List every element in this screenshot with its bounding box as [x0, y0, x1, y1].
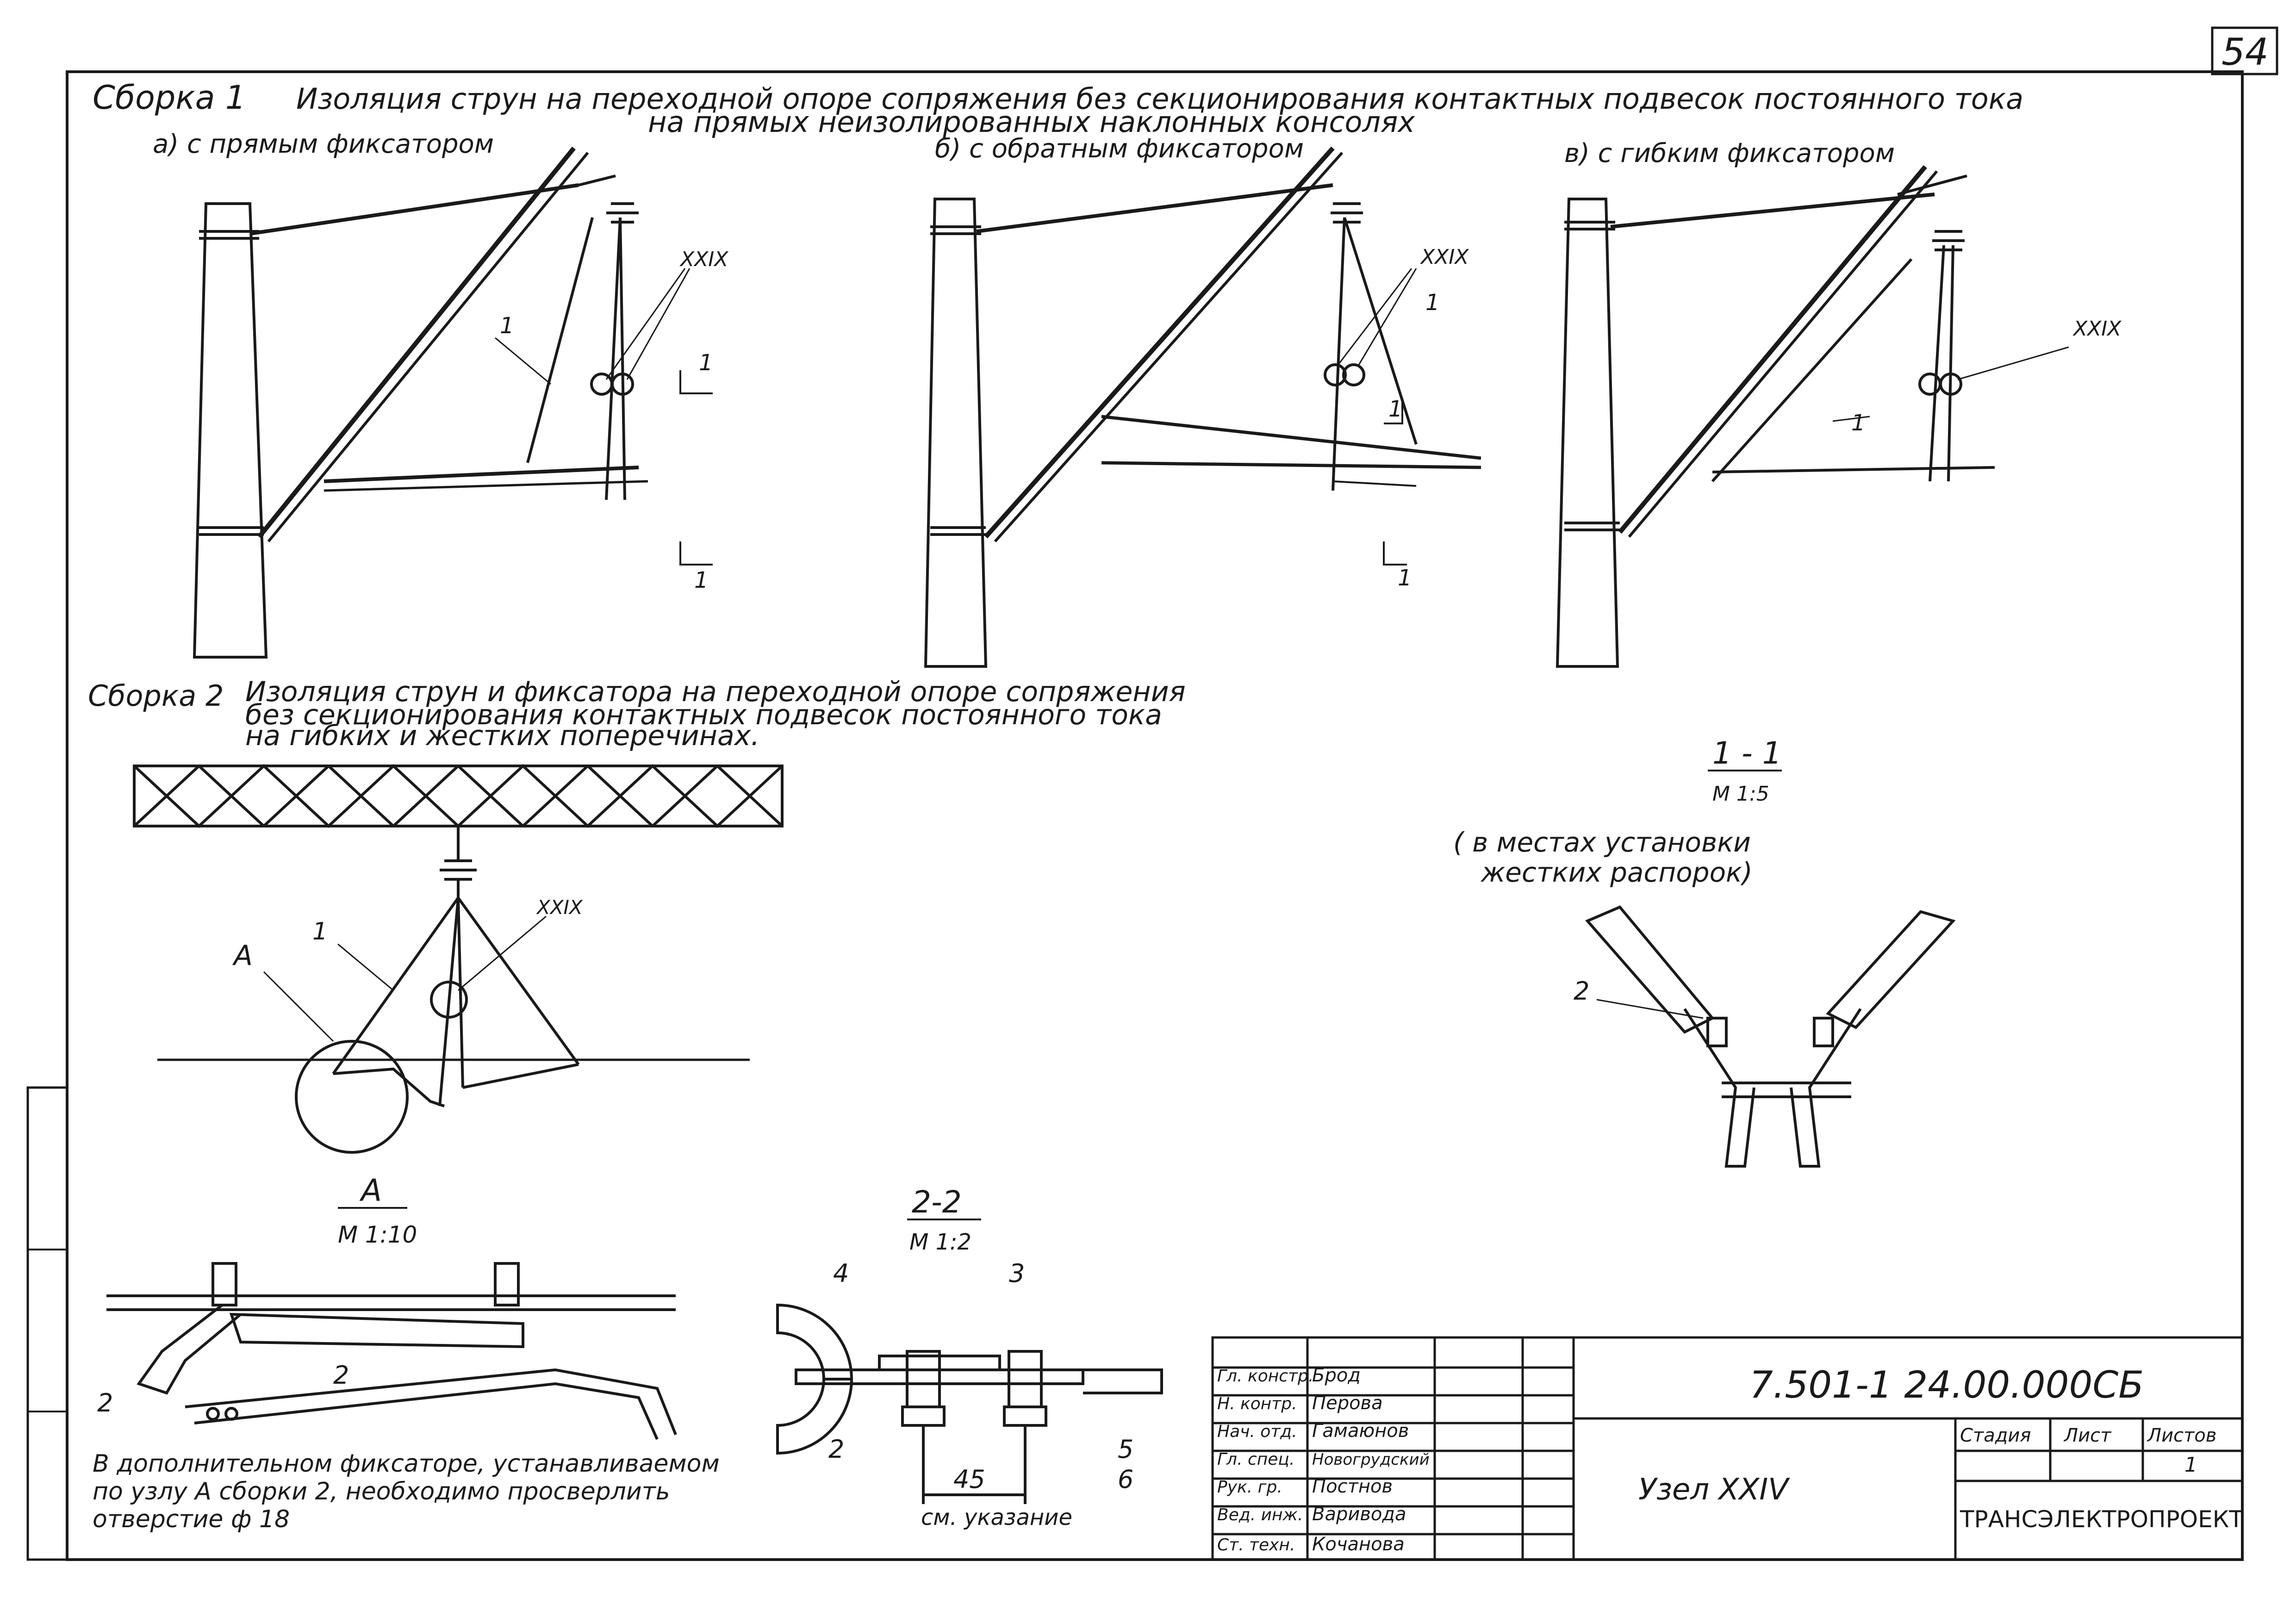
title-role-5: Рук. гр.	[1217, 1478, 1282, 1497]
title-name-1: Брод	[1312, 1365, 1361, 1386]
note-line2: по узлу А сборки 2, необходимо просверли…	[93, 1478, 670, 1505]
section-1-1-scale: М 1:5	[1712, 782, 1769, 806]
variant-b-label: б) с обратным фиксатором	[935, 134, 1304, 164]
detail-a-scale: М 1:10	[338, 1221, 417, 1248]
sheet-header: Лист	[2063, 1425, 2112, 1446]
organization: ТРАНСЭЛЕКТРОПРОЕКТ	[1960, 1506, 2243, 1533]
title-role-7: Ст. техн.	[1217, 1536, 1295, 1555]
callout-a-asm2: А	[232, 939, 253, 972]
callout-xxix-a: XXIX	[679, 248, 728, 271]
sheets-header: Листов	[2147, 1425, 2216, 1446]
detail-a-title: А	[359, 1173, 382, 1208]
variant-c-drawing	[1556, 165, 2069, 668]
title-name-6: Вариводa	[1312, 1504, 1406, 1525]
callout-4: 4	[833, 1259, 849, 1288]
section-2-2-title: 2-2	[912, 1184, 962, 1220]
callout-xxix-b: XXIX	[1420, 245, 1469, 269]
callout-1-asm2: 1	[312, 918, 328, 945]
doc-code: 7.501-1 24.00.000СБ	[1749, 1363, 2144, 1406]
assembly2-title-line3: на гибких и жестких поперечинах.	[245, 720, 759, 752]
section-1-1-note-line2: жестких распорок)	[1480, 857, 1753, 888]
callout-xxix-asm2: XXIX	[536, 896, 583, 919]
assembly1-title-line2: на прямых неизолированных наклонных конс…	[648, 105, 1415, 139]
variant-a-label: а) с прямым фиксатором	[153, 129, 494, 159]
binding-strip	[26, 1086, 68, 1561]
sheet-number: 54	[2221, 31, 2269, 74]
callout-3: 3	[1009, 1259, 1025, 1288]
section-mark-a-top: 1	[699, 350, 713, 376]
variant-a-drawing	[193, 146, 713, 659]
detail-a-drawing	[106, 1262, 677, 1440]
section-2-2-scale: М 1:2	[909, 1229, 971, 1255]
section-mark-b-top: 1	[1388, 396, 1403, 422]
dimension-note: см. указание	[921, 1505, 1072, 1530]
assembly1-title-line1: Изоляция струн на переходной опоре сопря…	[296, 82, 2023, 116]
title-name-2: Перова	[1312, 1393, 1383, 1414]
section-mark-a-bottom: 1	[694, 567, 709, 593]
title-role-1: Гл. констр.	[1217, 1367, 1313, 1386]
note-line1: В дополнительном фиксаторе, устанавливае…	[93, 1450, 720, 1478]
assembly2-title-line2: без секционирования контактных подвесок …	[245, 699, 1162, 731]
callout-xxix-c: XXIX	[2072, 317, 2122, 341]
assembly2-title-line1: Изоляция струн и фиксатора на переходной…	[245, 676, 1186, 708]
dimension-45: 45	[953, 1465, 985, 1494]
section-mark-b-bottom: 1	[1398, 565, 1412, 591]
title-role-2: Н. контр.	[1217, 1394, 1297, 1413]
sheets-value: 1	[2184, 1453, 2197, 1477]
callout-6: 6	[1118, 1465, 1133, 1494]
section-1-1-note-line1: ( в местах установки	[1453, 827, 1751, 858]
note-line3: отверстие ф 18	[93, 1505, 290, 1533]
title-name-4: Новогрудский	[1312, 1450, 1430, 1469]
title-role-4: Гл. спец.	[1217, 1450, 1294, 1469]
stage-header: Стадия	[1960, 1425, 2031, 1446]
callout-2-section22: 2	[828, 1435, 844, 1464]
section-1-1-title: 1 - 1	[1712, 735, 1782, 771]
callout-2-section: 2	[1574, 976, 1589, 1006]
sheet-frame	[66, 70, 2244, 1561]
title-name-5: Постнов	[1312, 1476, 1393, 1497]
title-role-3: Нач. отд.	[1217, 1422, 1297, 1441]
title-name-3: Гамаюнов	[1312, 1420, 1409, 1442]
variant-b-drawing	[924, 146, 1481, 668]
callout-1-a: 1	[500, 313, 514, 339]
assembly1-label: Сборка 1	[93, 79, 246, 117]
callout-2-detail-a: 2	[333, 1361, 349, 1390]
title-name-7: Кочанова	[1312, 1534, 1405, 1555]
callout-1-b: 1	[1425, 290, 1440, 316]
callout-5: 5	[1118, 1435, 1133, 1464]
callout-1-c: 1	[1851, 410, 1866, 436]
assembly2-drawing	[133, 764, 784, 1154]
variant-c-label: в) с гибким фиксатором	[1564, 138, 1895, 168]
callout-2-left: 2	[97, 1388, 113, 1418]
sheet-number-box	[2211, 26, 2278, 75]
section-1-1-drawing	[1585, 905, 1956, 1168]
assembly2-label: Сборка 2	[88, 679, 224, 713]
section-2-2-drawing	[776, 1303, 1163, 1504]
title-block	[1211, 1336, 2244, 1561]
title-role-6: Вед. инж.	[1217, 1505, 1303, 1524]
node-title: Узел XXIV	[1638, 1473, 1790, 1507]
